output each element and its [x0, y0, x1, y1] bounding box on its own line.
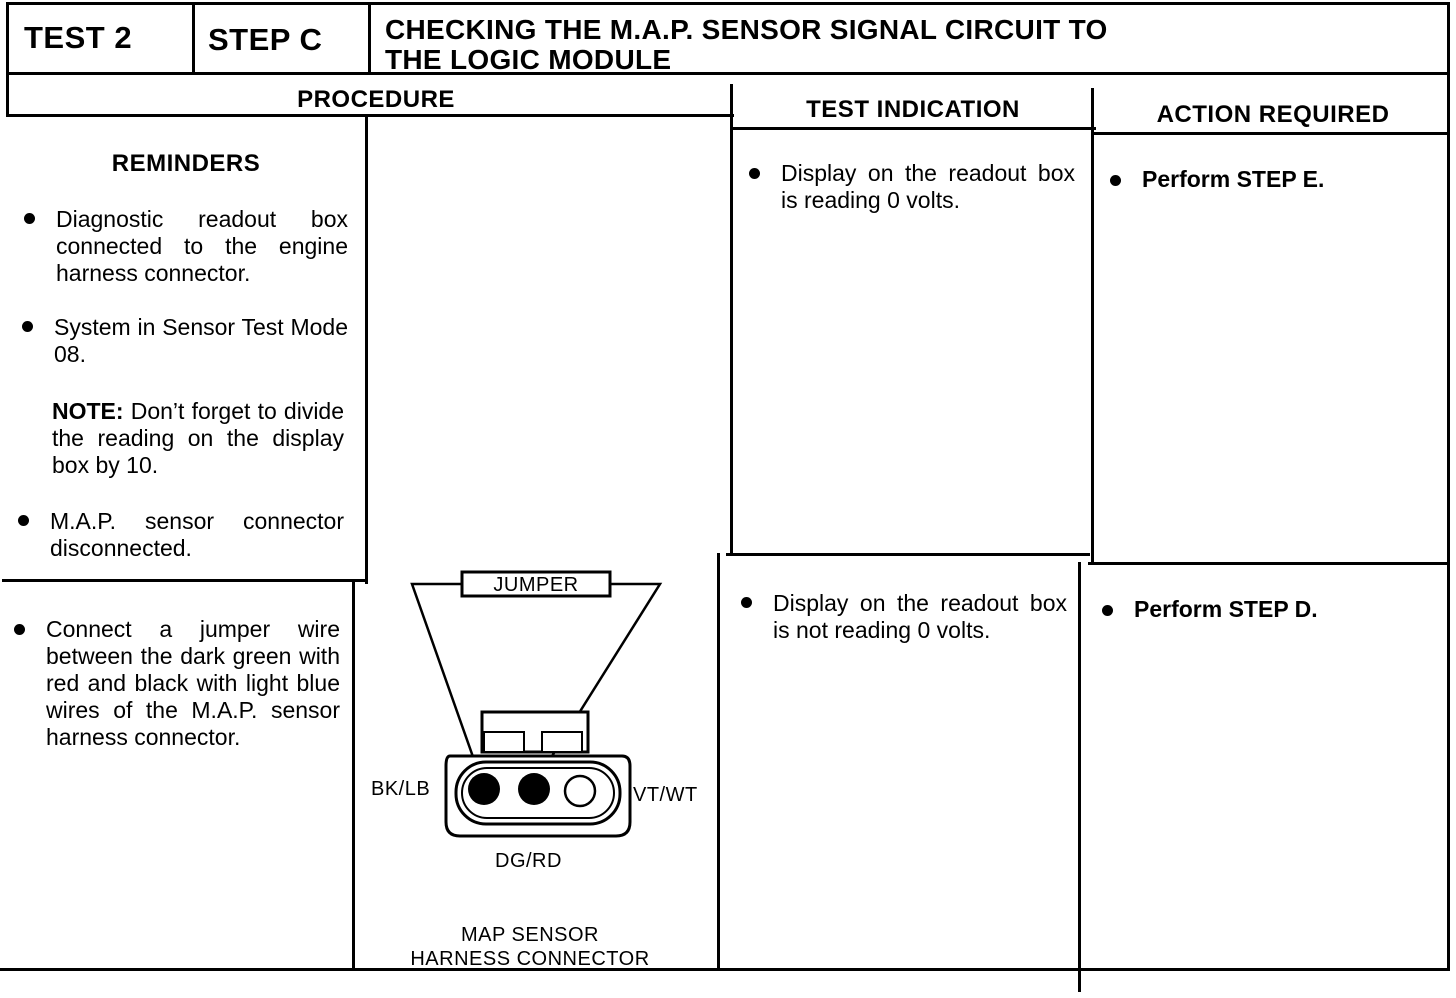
step-label: STEP C — [208, 22, 323, 57]
column-head-bottom-mid — [732, 127, 1096, 130]
page-title-line2: THE LOGIC MODULE — [385, 44, 672, 75]
jumper-wire-left — [410, 582, 486, 789]
reminder-note: NOTE: Don’t forget to divide the reading… — [52, 398, 344, 479]
bullet-icon — [22, 321, 33, 332]
result-divider-mid — [726, 553, 1090, 556]
page-title-line1: CHECKING THE M.A.P. SENSOR SIGNAL CIRCUI… — [385, 14, 1108, 45]
pin-dg-rd — [518, 773, 550, 805]
procedure-inner-divider — [365, 114, 368, 584]
pin-vt-wt — [563, 774, 597, 808]
note-label: NOTE: — [52, 398, 124, 424]
reminder-item: Diagnostic readout box connected to the … — [56, 206, 348, 286]
indication-action-divider-lower — [1078, 562, 1081, 992]
test-label: TEST 2 — [24, 20, 133, 55]
pin-label-bk-lb: BK/LB — [371, 778, 431, 800]
header-divider-1 — [192, 2, 195, 74]
procedure-inner-divider-lower — [352, 579, 355, 971]
column-head-bottom-right — [1094, 132, 1450, 135]
action-required-row-1: Perform STEP E. — [1142, 166, 1325, 192]
bullet-icon — [741, 597, 752, 608]
bullet-icon — [1102, 605, 1113, 616]
right-border — [1447, 2, 1450, 968]
column-head-bottom-left — [6, 114, 734, 117]
pin-label-dg-rd: DG/RD — [495, 850, 562, 872]
bullet-icon — [1110, 175, 1121, 186]
reminder-item: System in Sensor Test Mode 08. — [54, 314, 348, 367]
procedure-step-text: Connect a jumper wire between the dark g… — [46, 616, 340, 750]
header-divider-2 — [368, 2, 371, 74]
test-indication-row-2: Display on the readout box is not readin… — [773, 590, 1067, 643]
diagram-caption-line1: MAP SENSOR — [461, 924, 599, 946]
map-sensor-connector-diagram — [410, 570, 663, 838]
procedure-indication-divider — [730, 84, 733, 554]
bullet-icon — [24, 213, 35, 224]
connector-latch-inner — [541, 731, 583, 753]
reminder-item: M.A.P. sensor connector disconnected. — [50, 508, 344, 561]
reminders-heading: REMINDERS — [111, 150, 261, 177]
note-text: Don’t forget to divide the reading on th… — [52, 398, 345, 478]
bullet-icon — [749, 168, 760, 179]
pin-label-vt-wt: VT/WT — [633, 784, 698, 806]
result-divider-right — [1088, 562, 1450, 565]
bottom-border — [0, 968, 1450, 971]
action-required-row-2: Perform STEP D. — [1134, 596, 1318, 622]
connector-latch-inner — [483, 731, 525, 753]
jumper-label: JUMPER — [493, 574, 579, 596]
top-border — [6, 2, 1450, 5]
bullet-icon — [18, 515, 29, 526]
test-indication-row-1: Display on the readout box is reading 0 … — [781, 160, 1075, 213]
procedure-indication-divider-lower — [717, 553, 720, 971]
indication-action-divider — [1091, 88, 1094, 564]
diagram-caption-line2: HARNESS CONNECTOR — [410, 948, 650, 970]
reminders-bottom-border — [2, 579, 368, 582]
pin-bk-lb — [468, 773, 500, 805]
bullet-icon — [14, 624, 25, 635]
header-bottom-border — [6, 72, 1450, 75]
action-required-column-header: ACTION REQUIRED — [1156, 101, 1390, 128]
left-border — [6, 2, 9, 117]
procedure-column-header: PROCEDURE — [297, 86, 455, 113]
test-indication-column-header: TEST INDICATION — [806, 96, 1020, 123]
